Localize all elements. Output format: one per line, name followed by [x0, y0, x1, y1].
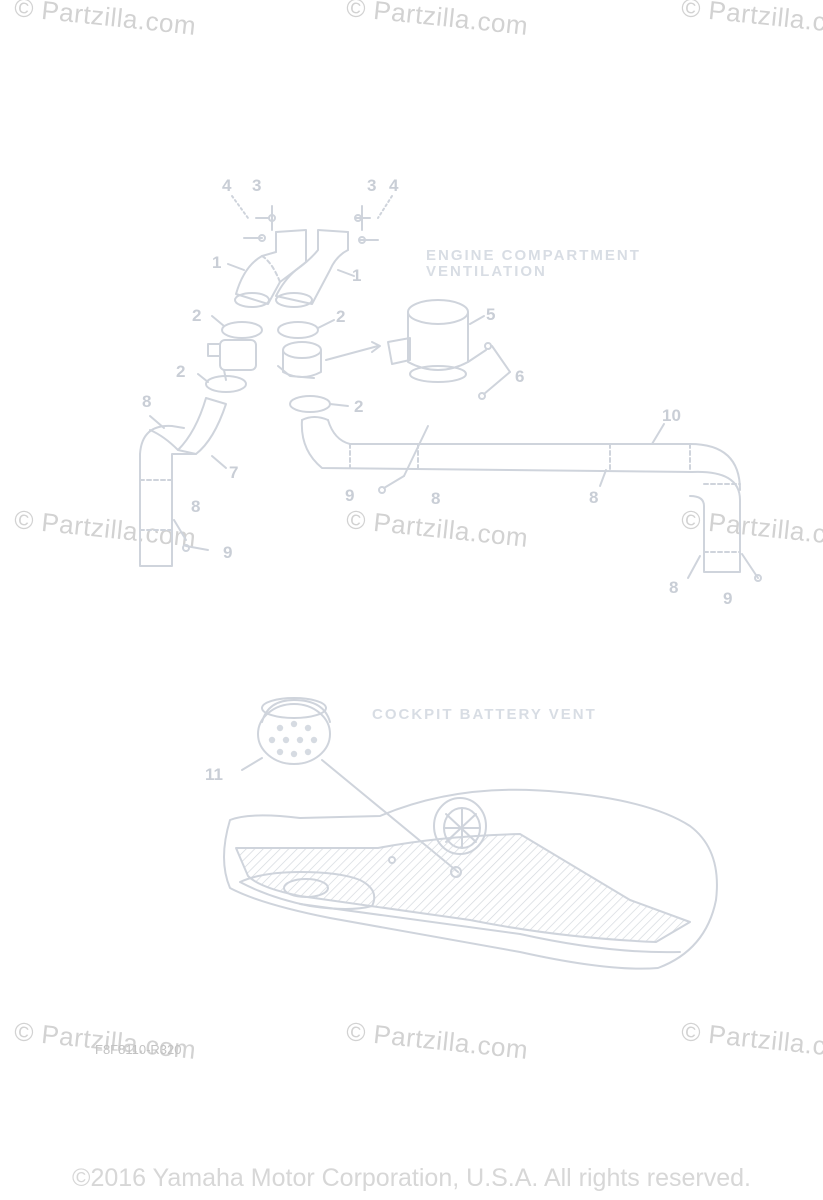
callout-label: 1	[352, 266, 362, 285]
callout-label: 2	[192, 306, 202, 325]
hose-left-7	[139, 397, 227, 567]
watercraft-hull	[223, 788, 718, 970]
section-title-cockpit: COCKPIT BATTERY VENT	[372, 706, 597, 723]
callout-label: 2	[354, 397, 364, 416]
hose-clamps	[205, 321, 331, 413]
elbow-hose-left	[234, 229, 307, 308]
callout-label: 1	[212, 253, 222, 272]
callout-label: 2	[336, 307, 346, 326]
screws-top	[231, 195, 393, 244]
callout-label: 3	[252, 176, 262, 195]
callout-label: 2	[176, 362, 186, 381]
section-title-engine-line2: VENTILATION	[426, 263, 547, 280]
callout-label: 6	[515, 367, 525, 386]
drawing-code: F8F8110-R320	[95, 1042, 182, 1057]
callout-label: 9	[223, 543, 233, 562]
elbow-hose-right	[275, 229, 349, 308]
callout-label: 8	[669, 578, 679, 597]
section-title-engine-line1: ENGINE COMPARTMENT	[426, 247, 641, 264]
callout-label: 10	[662, 406, 681, 425]
callout-label: 9	[723, 589, 733, 608]
copyright-notice: ©2016 Yamaha Motor Corporation, U.S.A. A…	[72, 1164, 751, 1192]
callout-label: 4	[222, 176, 232, 195]
vent-cap	[241, 697, 459, 873]
callout-label: 5	[486, 305, 496, 324]
callout-label: 4	[389, 176, 399, 195]
callout-label: 8	[589, 488, 599, 507]
callout-label: 3	[367, 176, 377, 195]
hose-long-10	[300, 416, 762, 582]
callout-label: 7	[229, 463, 239, 482]
damper-center	[277, 341, 381, 379]
callout-label: 8	[142, 392, 152, 411]
vent-filter	[387, 299, 511, 400]
coupler-left	[207, 339, 257, 381]
callout-label: 8	[191, 497, 201, 516]
callout-label: 9	[345, 486, 355, 505]
callout-label: 11	[205, 765, 223, 784]
callout-label: 8	[431, 489, 441, 508]
leader-lines	[197, 263, 485, 469]
